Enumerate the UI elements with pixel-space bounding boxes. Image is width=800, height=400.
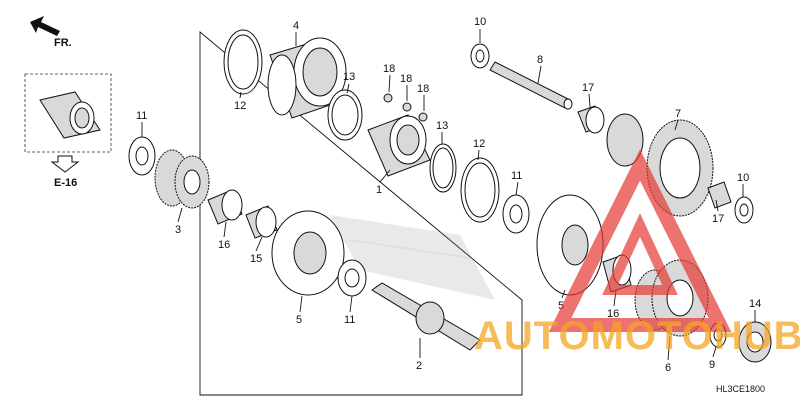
callout-12a: 12 (234, 100, 246, 112)
part-8-shaft (489, 61, 573, 110)
callout-18c: 18 (417, 83, 429, 95)
callout-11c: 11 (344, 314, 355, 326)
callout-5b: 5 (558, 300, 564, 312)
part-18-ball-b (402, 102, 412, 112)
callout-18a: 18 (383, 63, 395, 75)
callout-2: 2 (416, 360, 422, 372)
callout-13a: 13 (343, 71, 355, 83)
part-10-washer (470, 43, 490, 69)
reference-arrow-icon (50, 155, 80, 173)
callout-18b: 18 (400, 73, 412, 85)
part-17-bearing (577, 105, 605, 134)
part-10-washer-b (734, 196, 754, 224)
reference-label: E-16 (54, 177, 77, 189)
diagram-code: HL3CE1800 (716, 384, 765, 394)
callout-17a: 17 (582, 82, 594, 94)
part-5-hub (271, 210, 345, 296)
part-7-gear (606, 113, 714, 217)
callout-10b: 10 (737, 172, 749, 184)
part-12-ring-b (460, 157, 500, 223)
assembly-outline (199, 31, 523, 396)
callout-6: 6 (665, 362, 671, 374)
callout-17b: 17 (712, 213, 724, 225)
callout-11a: 11 (136, 110, 147, 122)
part-11-washer-c (337, 259, 367, 297)
leader-lines (141, 29, 756, 361)
part-11-washer (128, 136, 156, 176)
part-15-bearing (245, 205, 278, 239)
callout-11b: 11 (511, 170, 522, 182)
callout-5a: 5 (296, 314, 302, 326)
callout-4: 4 (293, 20, 299, 32)
part-1-needle-cage (367, 114, 431, 177)
callout-15: 15 (250, 253, 262, 265)
callout-16a: 16 (218, 239, 230, 251)
part-12-ring (223, 29, 263, 95)
callout-14: 14 (749, 298, 761, 310)
callout-1: 1 (376, 184, 382, 196)
part-16-bearing (207, 189, 243, 225)
reference-inset: E-16 (24, 73, 112, 189)
part-2-main-shaft (371, 282, 481, 351)
callout-numbers: 10 4 8 12 13 18 18 18 17 7 11 13 12 1 11… (136, 16, 761, 374)
part-13-snap-ring (327, 89, 363, 141)
callout-12b: 12 (473, 138, 485, 150)
callout-8: 8 (537, 54, 543, 66)
callout-3: 3 (175, 224, 181, 236)
part-18-ball-c (418, 112, 428, 122)
callout-7: 7 (675, 108, 681, 120)
callout-10a: 10 (474, 16, 486, 28)
callout-13b: 13 (436, 120, 448, 132)
part-17-bearing-b (707, 181, 732, 209)
inset-bearing-icon (39, 91, 101, 139)
callout-9: 9 (709, 359, 715, 371)
callout-16b: 16 (607, 308, 619, 320)
part-11-washer-b (502, 194, 530, 234)
part-13-snap-ring-b (429, 143, 457, 193)
front-direction-label: FR. (54, 37, 72, 49)
part-18-ball-a (383, 93, 393, 103)
front-direction-arrow: FR. (30, 16, 72, 49)
honda-wing-watermark (330, 215, 495, 300)
watermark-text: AUTOMOTOHUB (474, 314, 800, 358)
watermark-logo (548, 149, 732, 332)
part-3-gear (154, 149, 210, 209)
